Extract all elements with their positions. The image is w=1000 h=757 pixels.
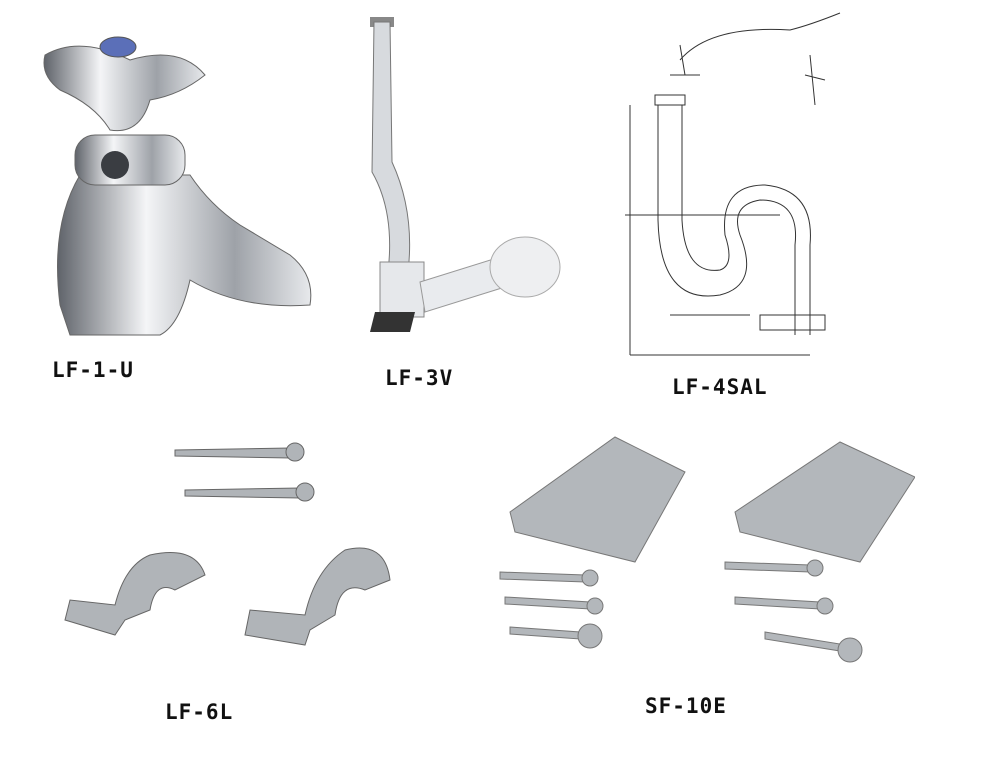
p-trap-drawing-icon: [625, 12, 841, 356]
faucet-icon: [43, 36, 312, 336]
product-label-lf3v: LF-3V: [385, 366, 454, 390]
product-label-lf6l: LF-6L: [165, 700, 234, 724]
angle-valve-pipe-icon: [370, 17, 561, 332]
mounting-bracket-screws-icon: [499, 436, 915, 663]
product-label-lf1u: LF-1-U: [52, 358, 134, 382]
product-label-sf10e: SF-10E: [645, 694, 727, 718]
pipe-clamp-screws-icon: [64, 442, 391, 646]
product-label-lf4sal: LF-4SAL: [672, 375, 768, 399]
